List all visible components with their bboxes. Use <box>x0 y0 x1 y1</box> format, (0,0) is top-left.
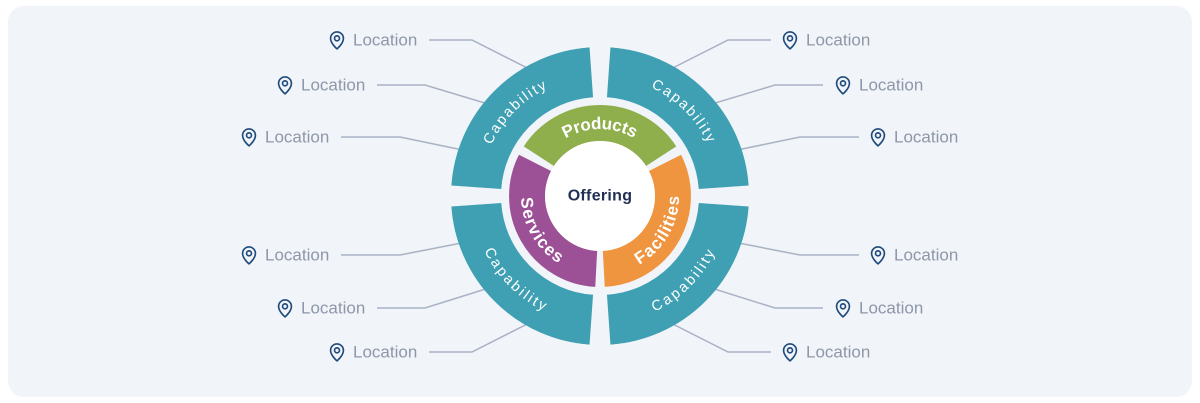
outer-ring-segment-top-left <box>451 47 594 190</box>
map-pin-icon <box>241 246 257 265</box>
center-circle <box>545 141 655 251</box>
connector-line <box>377 84 509 111</box>
connector-line <box>341 239 478 256</box>
connector-lines <box>341 39 859 353</box>
location-label: Location <box>265 128 329 147</box>
outer-ring-segment-bottom-left <box>451 202 594 345</box>
outer-ring <box>451 47 749 345</box>
map-pin-icon <box>329 343 345 362</box>
map-pin-icon <box>241 128 257 147</box>
location-item: Location <box>241 246 329 265</box>
inner-ring-segment-facilities <box>602 154 691 287</box>
location-item: Location <box>241 128 329 147</box>
connector-line <box>691 281 823 309</box>
location-label: Location <box>806 31 870 50</box>
map-pin-icon <box>277 76 293 95</box>
location-item: Location <box>835 299 923 318</box>
location-item: Location <box>782 343 870 362</box>
map-pin-icon <box>782 343 798 362</box>
location-item: Location <box>870 246 958 265</box>
inner-ring-segment-products <box>523 105 677 167</box>
map-pin-icon <box>782 31 798 50</box>
location-label: Location <box>859 299 923 318</box>
map-pin-icon <box>870 128 886 147</box>
location-item: Location <box>782 31 870 50</box>
map-pin-icon <box>835 76 851 95</box>
center-label: Offering <box>568 188 633 205</box>
location-label: Location <box>894 246 958 265</box>
location-label: Location <box>859 76 923 95</box>
map-pin-icon <box>277 299 293 318</box>
connector-line <box>429 39 550 80</box>
location-label: Location <box>353 343 417 362</box>
inner-ring <box>509 105 691 287</box>
location-item: Location <box>277 299 365 318</box>
connector-line <box>377 281 509 309</box>
location-item: Location <box>835 76 923 95</box>
outer-ring-segment-bottom-right <box>606 202 749 345</box>
location-label: Location <box>301 76 365 95</box>
location-label: Location <box>265 246 329 265</box>
connector-line <box>429 312 550 353</box>
location-label: Location <box>894 128 958 147</box>
location-label: Location <box>353 31 417 50</box>
location-item: Location <box>277 76 365 95</box>
inner-ring-segment-services <box>509 154 598 287</box>
location-label: Location <box>301 299 365 318</box>
connector-line <box>650 39 771 80</box>
connector-line <box>341 136 478 154</box>
location-label: Location <box>806 343 870 362</box>
connector-line <box>650 312 771 353</box>
location-item: Location <box>870 128 958 147</box>
connector-line <box>722 136 859 154</box>
location-item: Location <box>329 343 417 362</box>
location-item: Location <box>329 31 417 50</box>
outer-ring-segment-top-right <box>606 47 749 190</box>
map-pin-icon <box>329 31 345 50</box>
connector-line <box>722 239 859 256</box>
connector-line <box>691 84 823 111</box>
map-pin-icon <box>870 246 886 265</box>
map-pin-icon <box>835 299 851 318</box>
